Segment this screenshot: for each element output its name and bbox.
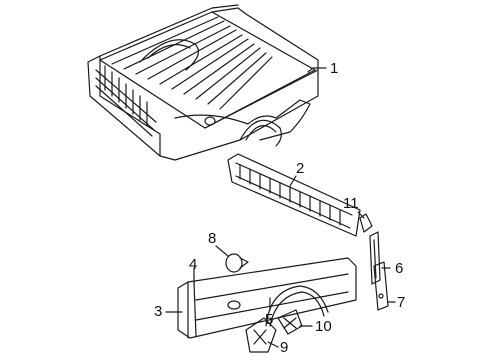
callout-9: 9 — [280, 339, 289, 356]
plug-part — [225, 253, 249, 273]
callout-1: 1 — [330, 60, 339, 77]
clip-part — [359, 213, 373, 233]
callout-11: 11 — [343, 195, 359, 212]
wheelhouse-part — [269, 291, 325, 327]
stake-pocket-part — [373, 261, 389, 311]
callout-7: 7 — [397, 294, 406, 311]
side-panel-part — [177, 257, 357, 339]
splash-shield-part-9 — [245, 317, 277, 353]
callout-2: 2 — [296, 160, 305, 177]
callout-4: 4 — [189, 256, 198, 273]
front-panel-part — [227, 153, 361, 237]
pickup-box-part — [87, 4, 319, 161]
callout-6: 6 — [395, 260, 404, 277]
rear-bracket-part — [369, 231, 381, 285]
callout-3: 3 — [154, 303, 163, 320]
callout-10: 10 — [315, 318, 332, 335]
callout-8: 8 — [208, 230, 217, 247]
leader-lines — [165, 67, 396, 348]
callout-5: 5 — [265, 311, 274, 328]
